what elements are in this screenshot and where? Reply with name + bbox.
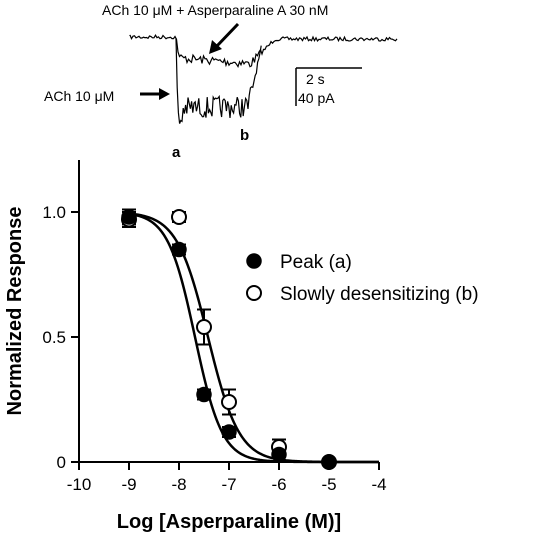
data-point-peak	[321, 454, 337, 470]
y-tick-label: 1.0	[42, 203, 66, 222]
trace-letter-b: b	[240, 127, 249, 144]
trace-ach-plus-asperparaline	[129, 34, 398, 69]
current-trace-inset: ACh 10 μM + Asperparaline A 30 nM ACh 10…	[44, 2, 398, 161]
y-axis-ticks: 0 0.5 1.0	[42, 203, 79, 472]
fit-curves	[128, 212, 379, 464]
arrow-mid-head	[159, 88, 170, 100]
dose-response-chart: -10 -9 -8 -7 -6 -5 -4 0 0.5 1.0 Log [Asperparali…	[4, 160, 479, 533]
x-axis-title: Log [Asperparaline (M)]	[117, 511, 341, 533]
data-point-peak	[221, 424, 237, 440]
x-tick-label: -10	[67, 475, 92, 494]
data-point-slowly-desensitizing	[221, 394, 237, 410]
legend-label-slowly-desensitizing: Slowly desensitizing (b)	[280, 284, 479, 305]
arrow-top-head	[209, 40, 222, 54]
trace-ach-only	[175, 38, 262, 124]
label-ach-only: ACh 10 μM	[44, 88, 114, 104]
label-ach-plus-asperparaline: ACh 10 μM + Asperparaline A 30 nM	[102, 2, 328, 18]
x-tick-label: -5	[321, 475, 336, 494]
data-point-peak	[121, 209, 137, 225]
x-tick-label: -6	[271, 475, 286, 494]
data-point-peak	[171, 241, 187, 258]
x-tick-label: -4	[371, 475, 386, 494]
legend-marker-slowly-desensitizing	[246, 285, 262, 301]
x-axis-ticks: -10 -9 -8 -7 -6 -5 -4	[67, 462, 387, 494]
data-point-peak	[196, 386, 212, 403]
y-tick-label: 0	[57, 453, 66, 472]
data-point-slowly-desensitizing	[171, 209, 187, 225]
scale-label-time: 2 s	[306, 71, 325, 87]
legend: Peak (a) Slowly desensitizing (b)	[246, 252, 479, 305]
fit-curve-slowly-desensitizing	[128, 212, 379, 464]
data-point-slowly-desensitizing	[196, 319, 212, 335]
x-tick-label: -7	[221, 475, 236, 494]
scale-label-current: 40 pA	[298, 90, 335, 106]
data-point-peak	[271, 446, 287, 463]
data-points	[121, 209, 337, 470]
y-tick-label: 0.5	[42, 328, 66, 347]
y-axis-title: Normalized Response	[4, 207, 26, 416]
x-tick-label: -8	[171, 475, 186, 494]
legend-marker-peak	[246, 253, 262, 269]
trace-letter-a: a	[172, 144, 181, 161]
arrow-top-shaft	[214, 22, 240, 49]
legend-label-peak: Peak (a)	[280, 252, 352, 273]
x-tick-label: -9	[121, 475, 136, 494]
